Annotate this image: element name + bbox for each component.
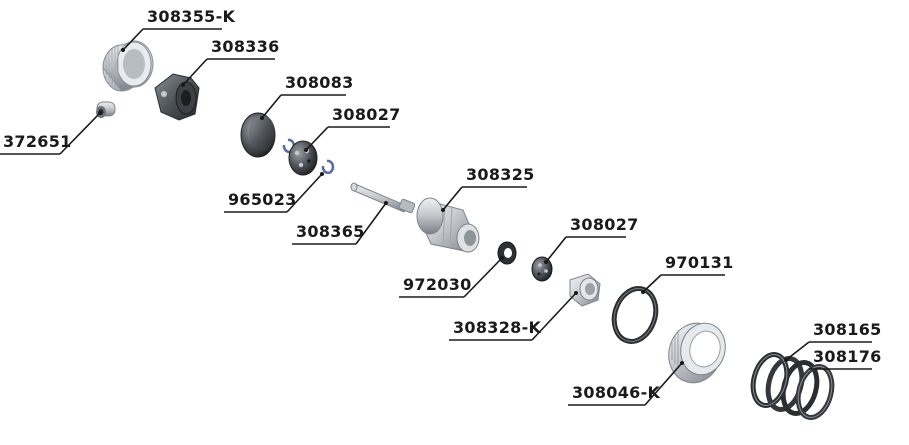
part-972030 [497,241,517,265]
label-308355k: 308355-K [147,7,236,26]
label-308328k: 308328-K [453,318,542,337]
callout-308083: 308083 [260,73,354,120]
part-970131 [611,286,659,344]
part-308355k [102,40,154,92]
callout-308328k: 308328-K [449,291,578,341]
label-308165: 308165 [813,320,882,339]
callout-970131: 970131 [641,253,734,294]
part-308046k [668,322,726,384]
part-372651 [96,101,116,118]
part-308027-lower [531,256,553,282]
callout-308325: 308325 [441,165,535,212]
callout-308365: 308365 [292,201,388,245]
label-308336: 308336 [211,37,280,56]
callout-972030: 972030 [399,256,504,298]
label-308027-lower: 308027 [570,215,639,234]
callout-308336: 308336 [181,37,280,87]
part-spring-308165-308176 [750,352,835,420]
label-970131: 970131 [665,253,734,272]
label-308176: 308176 [813,347,882,366]
label-972030: 972030 [403,275,472,294]
label-308046k: 308046-K [572,383,661,402]
callout-965023: 965023 [224,172,324,213]
part-308365 [350,182,416,214]
callout-308046k: 308046-K [568,361,684,406]
label-965023: 965023 [228,190,297,209]
part-308336 [154,73,200,121]
callout-308355k: 308355-K [121,7,236,52]
part-308325 [416,197,480,253]
callout-372651: 372651 [0,111,102,155]
part-308328k [569,273,601,307]
part-308027-upper [288,140,318,176]
callout-308027-upper: 308027 [304,105,401,152]
label-308325: 308325 [466,165,535,184]
label-308027-upper: 308027 [332,105,401,124]
label-308083: 308083 [285,73,354,92]
label-308365: 308365 [296,222,365,241]
callout-308165-308176: 308165 308176 [784,320,882,370]
part-308083 [240,112,276,158]
callout-308027-lower: 308027 [544,215,639,264]
label-372651: 372651 [3,132,72,151]
